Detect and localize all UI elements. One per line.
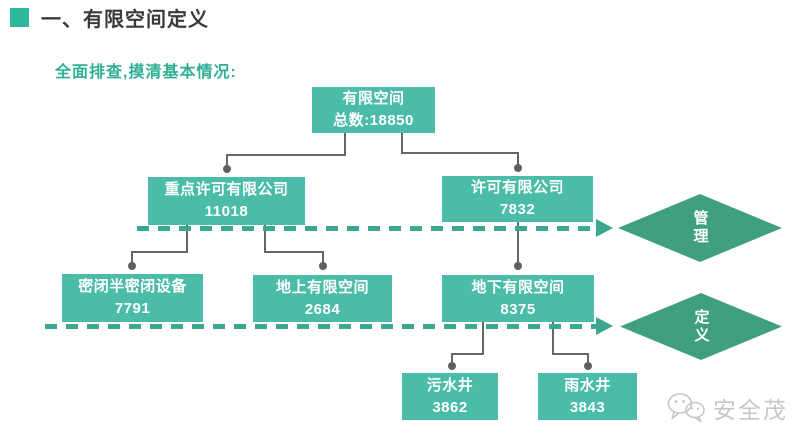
definition-dashed-arrow (45, 317, 613, 335)
subtitle: 全面排查,摸清基本情况: (55, 64, 237, 81)
connector-segment (131, 251, 188, 253)
node-label: 污水井 (426, 376, 474, 394)
watermark: 安全茂 (666, 391, 788, 425)
connector-segment (186, 225, 188, 253)
connector-segment (401, 152, 519, 154)
page-title: 一、有限空间定义 (41, 9, 209, 31)
connector-segment (517, 222, 519, 266)
diamond-definition: 定义 (620, 293, 782, 360)
node-key-permit-company: 重点许可有限公司 11018 (148, 177, 305, 225)
connector-segment (552, 353, 589, 355)
node-value: 总数:18850 (333, 112, 414, 129)
connector-dot (448, 362, 456, 370)
connector-dot (128, 262, 136, 270)
connector-segment (131, 251, 133, 265)
node-limited-space-total: 有限空间 总数:18850 (312, 87, 435, 133)
node-value: 3862 (432, 398, 468, 416)
node-label: 许可有限公司 (470, 179, 564, 197)
node-label: 密闭半密闭设备 (78, 278, 187, 296)
connector-segment (344, 133, 346, 156)
node-value: 8375 (500, 300, 536, 318)
node-label: 地下有限空间 (471, 278, 565, 296)
connector-segment (264, 225, 266, 253)
connector-dot (514, 164, 522, 172)
connector-dot (223, 165, 231, 173)
node-value: 11018 (204, 203, 249, 220)
node-value: 3843 (569, 398, 606, 416)
node-label: 雨水井 (564, 376, 611, 394)
dashed-line (45, 323, 596, 329)
connector-segment (451, 353, 484, 355)
connector-segment (451, 353, 453, 366)
connector-segment (226, 154, 228, 168)
node-sewage-well: 污水井 3862 (402, 373, 498, 420)
connector-dot (319, 262, 327, 270)
connector-segment (264, 251, 324, 253)
connector-segment (517, 152, 519, 167)
connector-segment (587, 353, 589, 366)
connector-segment (552, 322, 554, 355)
node-label: 地上有限空间 (275, 278, 369, 296)
connector-segment (401, 133, 403, 154)
diamond-label: 管理 (691, 210, 709, 246)
connector-dot (584, 362, 592, 370)
watermark-label: 安全茂 (713, 397, 788, 423)
connector-segment (226, 154, 346, 156)
node-sealed-equipment: 密闭半密闭设备 7791 (62, 274, 203, 322)
node-rain-well: 雨水井 3843 (538, 373, 637, 420)
arrow-head-icon (596, 219, 613, 237)
node-value: 7791 (114, 300, 151, 317)
node-value: 2684 (304, 300, 341, 318)
node-value: 7832 (499, 201, 536, 218)
node-above-ground-space: 地上有限空间 2684 (253, 275, 392, 322)
connector-dot (514, 262, 522, 270)
diamond-label: 定义 (692, 308, 710, 345)
connector-segment (322, 251, 324, 265)
connector-segment (482, 322, 484, 355)
node-label: 重点许可有限公司 (164, 181, 289, 199)
wechat-icon (667, 393, 705, 423)
title-bullet-square-icon (10, 8, 29, 27)
management-dashed-arrow (137, 219, 613, 237)
dashed-line (137, 225, 596, 231)
diamond-management: 管理 (618, 194, 782, 262)
node-below-ground-space: 地下有限空间 8375 (442, 275, 594, 322)
node-label: 有限空间 (342, 90, 405, 108)
node-permit-company: 许可有限公司 7832 (442, 176, 593, 222)
arrow-head-icon (596, 317, 613, 335)
